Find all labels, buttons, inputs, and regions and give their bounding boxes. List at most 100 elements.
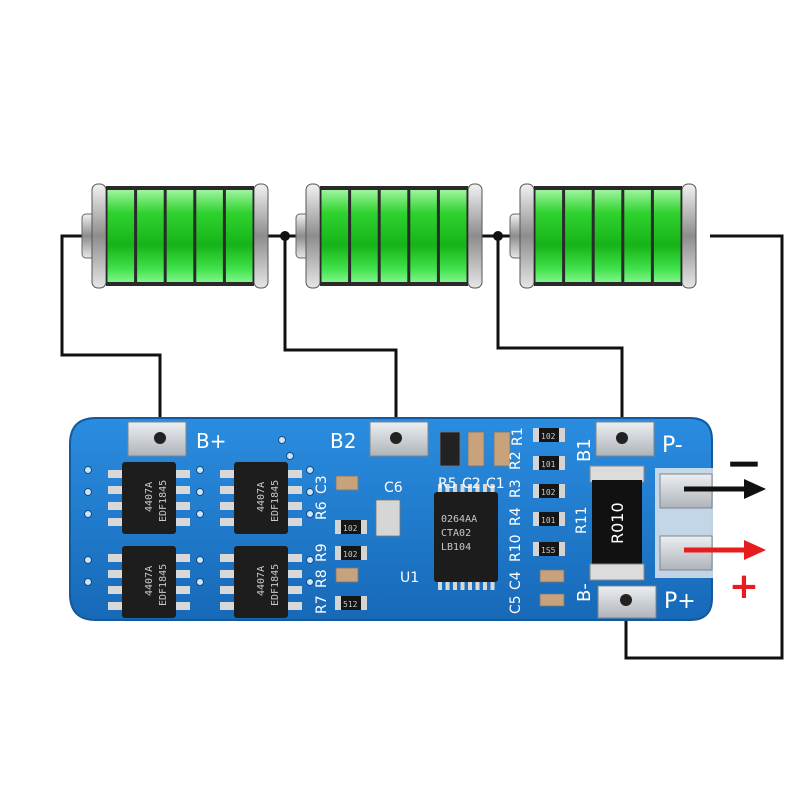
via-hole [84,510,92,518]
ic-pin [475,580,480,590]
battery-cell [653,190,681,282]
via-hole [306,466,314,474]
battery-cell [380,190,408,282]
wire-b-plus [60,234,162,432]
label-r9: R9 [314,543,330,562]
ic-marking-2: CTA02 [441,528,471,539]
battery-cell [137,190,164,282]
mosfet-pin [108,486,124,494]
mosfet-pin [108,586,124,594]
resistor-body [539,428,559,442]
label-r8: R8 [314,569,330,588]
battery-1 [81,183,269,289]
label-c3: C3 [314,475,330,494]
smd-capacitor [539,569,565,583]
mosfet-pin [220,470,236,478]
via-hole [196,466,204,474]
ic-body [434,492,498,582]
label-c4: C4 [508,571,524,590]
smd-capacitor [467,431,485,467]
resistor-code: 102 [343,550,358,559]
battery-cell [196,190,223,282]
battery-cap-right [467,183,483,289]
battery-cell [321,190,349,282]
via-hole [84,488,92,496]
ic-pin [483,580,487,590]
resistor-code: 512 [343,600,358,609]
mosfet-body [234,546,288,618]
shunt-body [592,480,642,566]
ic-pin [460,580,465,590]
solder-b-plus [154,432,166,444]
resistor-body [539,542,559,556]
resistor-body [539,456,559,470]
resistor-body [539,484,559,498]
mosfet-pin [174,518,190,526]
battery-cell [565,190,592,282]
mosfet-pin [108,554,124,562]
mosfet-pin [108,470,124,478]
battery-cap-left [519,183,535,289]
smd-capacitor [493,431,511,467]
label-r3: R3 [508,479,524,498]
ic-pin [483,484,487,494]
battery-cell [594,190,622,282]
label-r5: R5 [438,476,457,492]
ic-marking-3: LB104 [441,542,471,553]
resistor-code: 102 [541,488,556,497]
via-hole [306,488,314,496]
protection-ic: 0264AA CTA02 LB104 [434,484,498,590]
solder-b1 [616,432,628,444]
battery-cap-right [253,183,269,289]
mosfet-pin [174,586,190,594]
wire-b2 [283,236,398,432]
smd-resistor: 1S5 [533,542,565,556]
resistor-body [341,596,361,610]
mosfet-marking-bottom: EDF1845 [270,564,281,606]
mosfet-body [122,546,176,618]
mosfet-pin [286,554,302,562]
label-b2: B2 [330,429,356,453]
label-p-plus: P+ [664,589,696,614]
via-hole [84,466,92,474]
ic-pin [468,580,472,590]
battery-pack [81,183,697,289]
positive-output-pad [659,535,713,571]
battery-cap-left [305,183,321,289]
via-hole [196,488,204,496]
battery-cell [166,190,194,282]
smd-resistor: 102 [335,546,367,560]
label-r4: R4 [508,507,524,526]
battery-cell [107,190,135,282]
wire-b1 [496,236,624,432]
label-r6: R6 [314,501,330,520]
battery-cap-left [91,183,107,289]
mosfet-marking-bottom: EDF1845 [270,480,281,522]
ic-pin [445,580,450,590]
label-r1: R1 [510,427,526,446]
battery-cell [225,190,253,282]
resistor-body [341,546,361,560]
mosfet-pin [174,502,190,510]
resistor-body [539,512,559,526]
via-hole [306,556,314,564]
mosfet-pin [108,570,124,578]
positive-sign: + [729,566,759,607]
junction-b2 [280,231,290,241]
mosfet-pin [108,518,124,526]
smd-resistor: 102 [335,520,367,534]
mosfet-pin [174,486,190,494]
resistor-code: 101 [541,516,556,525]
smd-resistor: 512 [335,596,367,610]
smd-capacitor [439,431,461,467]
mosfet-pin [174,554,190,562]
label-r10: R10 [508,534,524,562]
ic-pin [490,484,495,494]
ic-pin [453,580,457,590]
ic-pin [445,484,450,494]
